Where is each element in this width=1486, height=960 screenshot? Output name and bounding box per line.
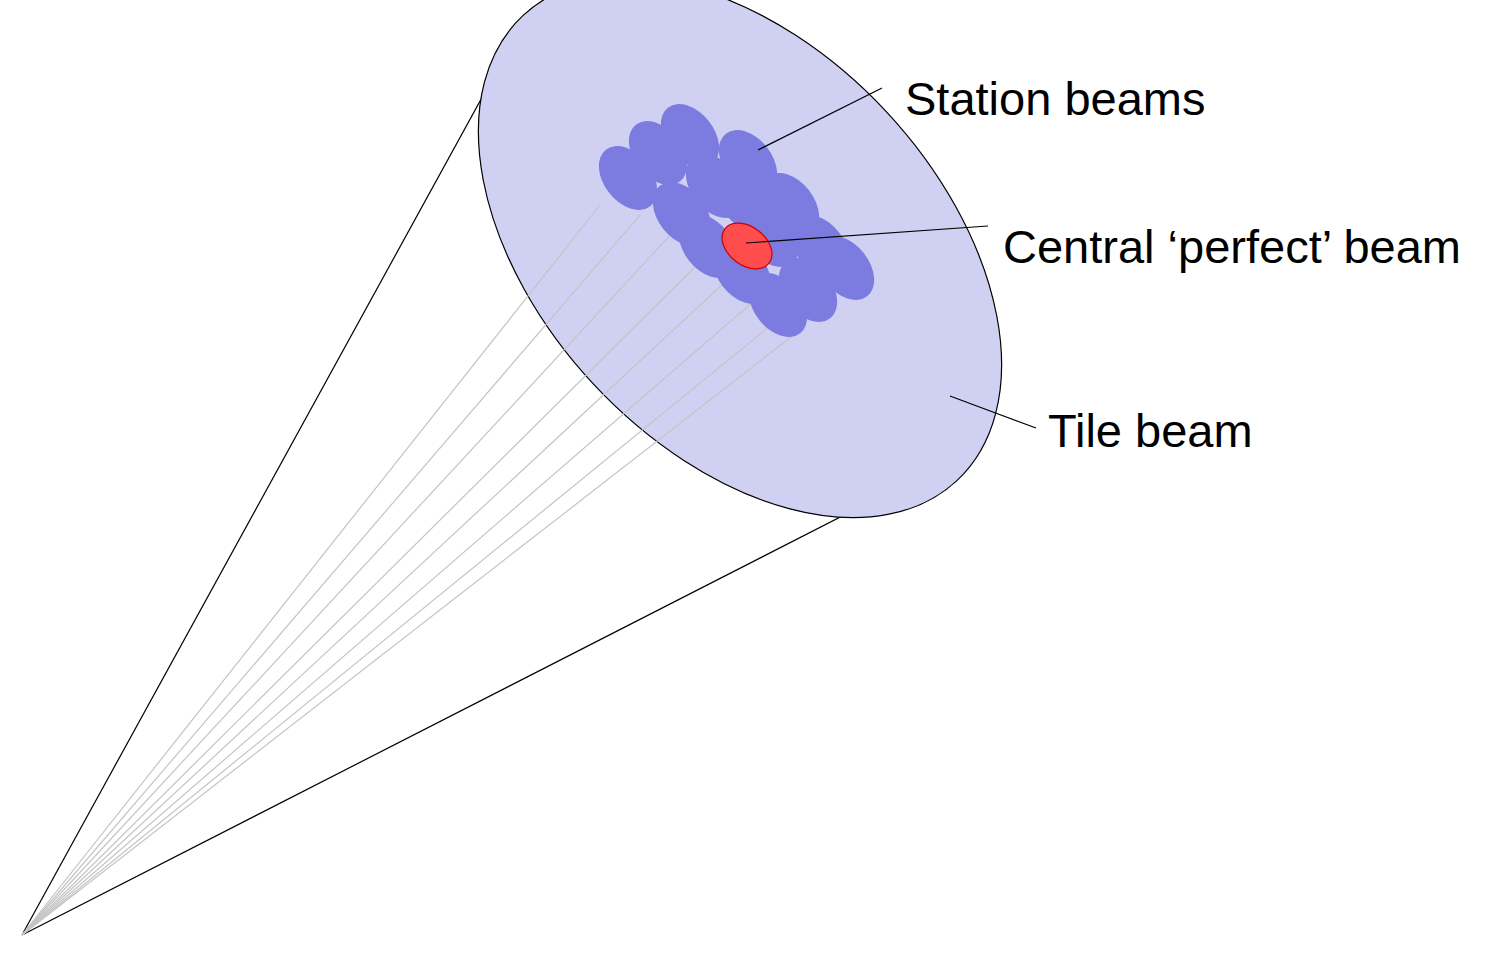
leader-line (746, 226, 988, 243)
label-text: Station beams (905, 72, 1205, 126)
central-beam (713, 214, 781, 278)
cone-edge (22, 32, 518, 935)
ray (22, 230, 675, 935)
ray (22, 205, 600, 935)
ray (22, 318, 780, 935)
label-text: Tile beam (1048, 404, 1253, 458)
rays (22, 205, 800, 935)
cone-edge (22, 462, 948, 935)
leader-line (758, 88, 882, 150)
ray (22, 215, 640, 935)
station-beams (587, 93, 886, 348)
ray (22, 282, 725, 935)
leader-lines (746, 88, 1036, 428)
label-text: Central ‘perfect’ beam (1003, 220, 1461, 274)
ray (22, 330, 800, 935)
ray (22, 300, 755, 935)
leader-line (950, 396, 1036, 428)
ray (22, 262, 700, 935)
